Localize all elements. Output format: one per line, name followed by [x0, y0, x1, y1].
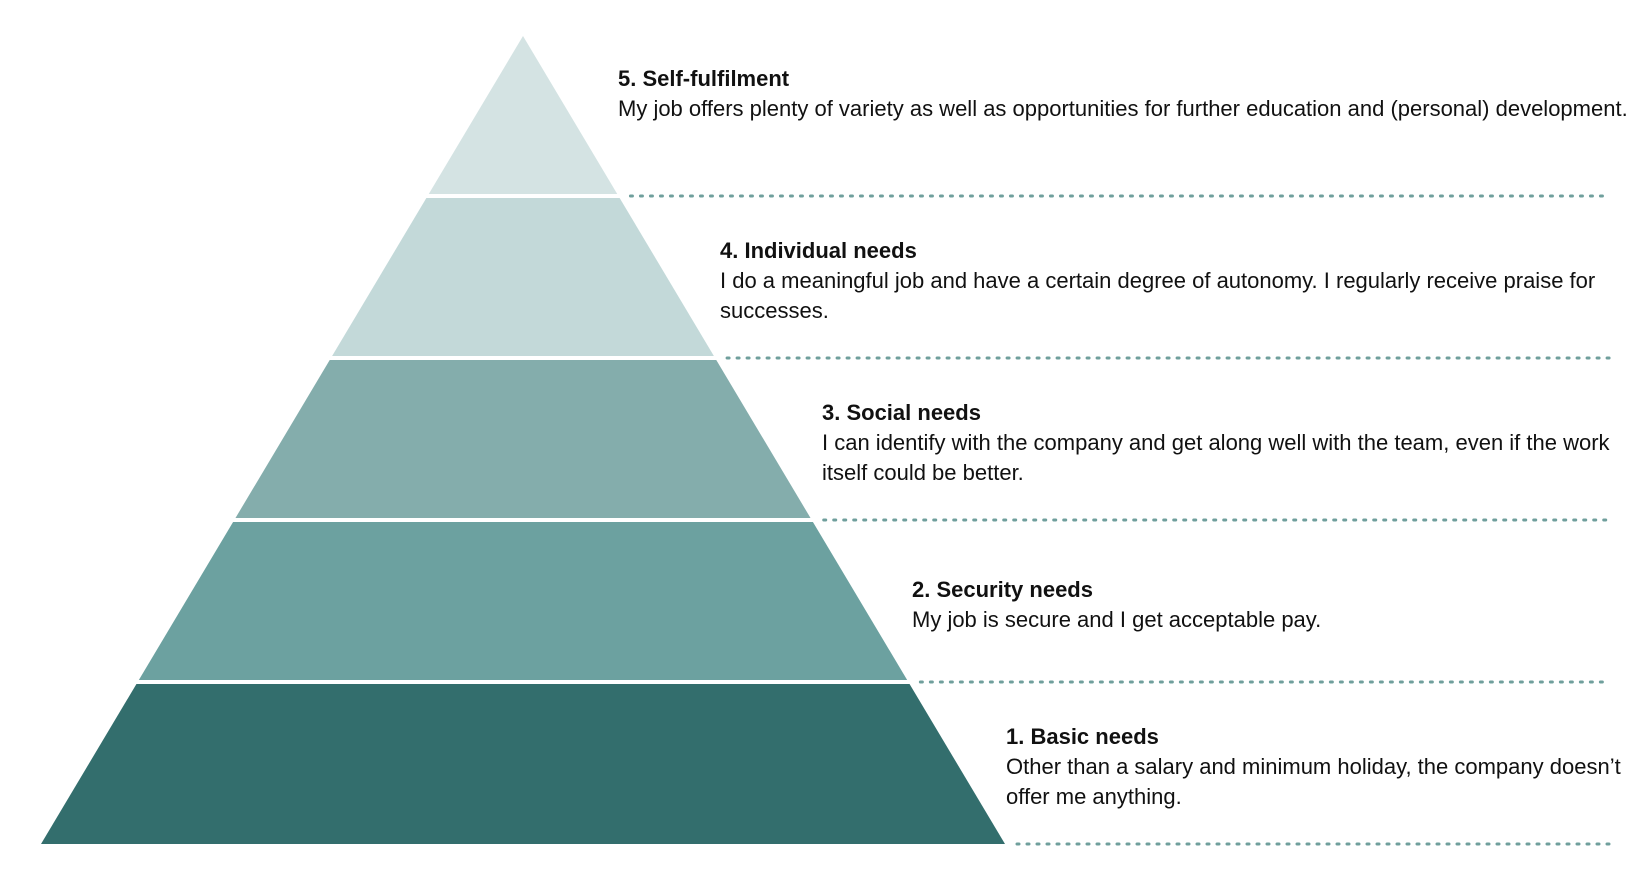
- level-1-title: 1. Basic needs: [1006, 724, 1159, 749]
- level-2-description: My job is secure and I get acceptable pa…: [912, 607, 1322, 632]
- pyramid-tier-5: [427, 36, 619, 196]
- level-1-description: Other than a salary and minimum holiday,…: [1006, 754, 1621, 809]
- pyramid-tier-1: [41, 682, 1005, 844]
- pyramid-tier-2: [137, 520, 909, 682]
- level-2-title: 2. Security needs: [912, 577, 1093, 602]
- pyramid-tier-4: [330, 196, 716, 358]
- level-5-title: 5. Self-fulfilment: [618, 66, 790, 91]
- level-3-text: 3. Social needs I can identify with the …: [822, 398, 1622, 488]
- level-4-title: 4. Individual needs: [720, 238, 917, 263]
- level-3-title: 3. Social needs: [822, 400, 981, 425]
- level-5-text: 5. Self-fulfilment My job offers plenty …: [618, 64, 1628, 124]
- level-3-description: I can identify with the company and get …: [822, 430, 1610, 485]
- level-1-text: 1. Basic needs Other than a salary and m…: [1006, 722, 1626, 812]
- pyramid-tier-3: [234, 358, 812, 520]
- level-4-text: 4. Individual needs I do a meaningful jo…: [720, 236, 1620, 326]
- level-4-description: I do a meaningful job and have a certain…: [720, 268, 1596, 323]
- level-5-description: My job offers plenty of variety as well …: [618, 96, 1628, 121]
- level-2-text: 2. Security needs My job is secure and I…: [912, 575, 1612, 635]
